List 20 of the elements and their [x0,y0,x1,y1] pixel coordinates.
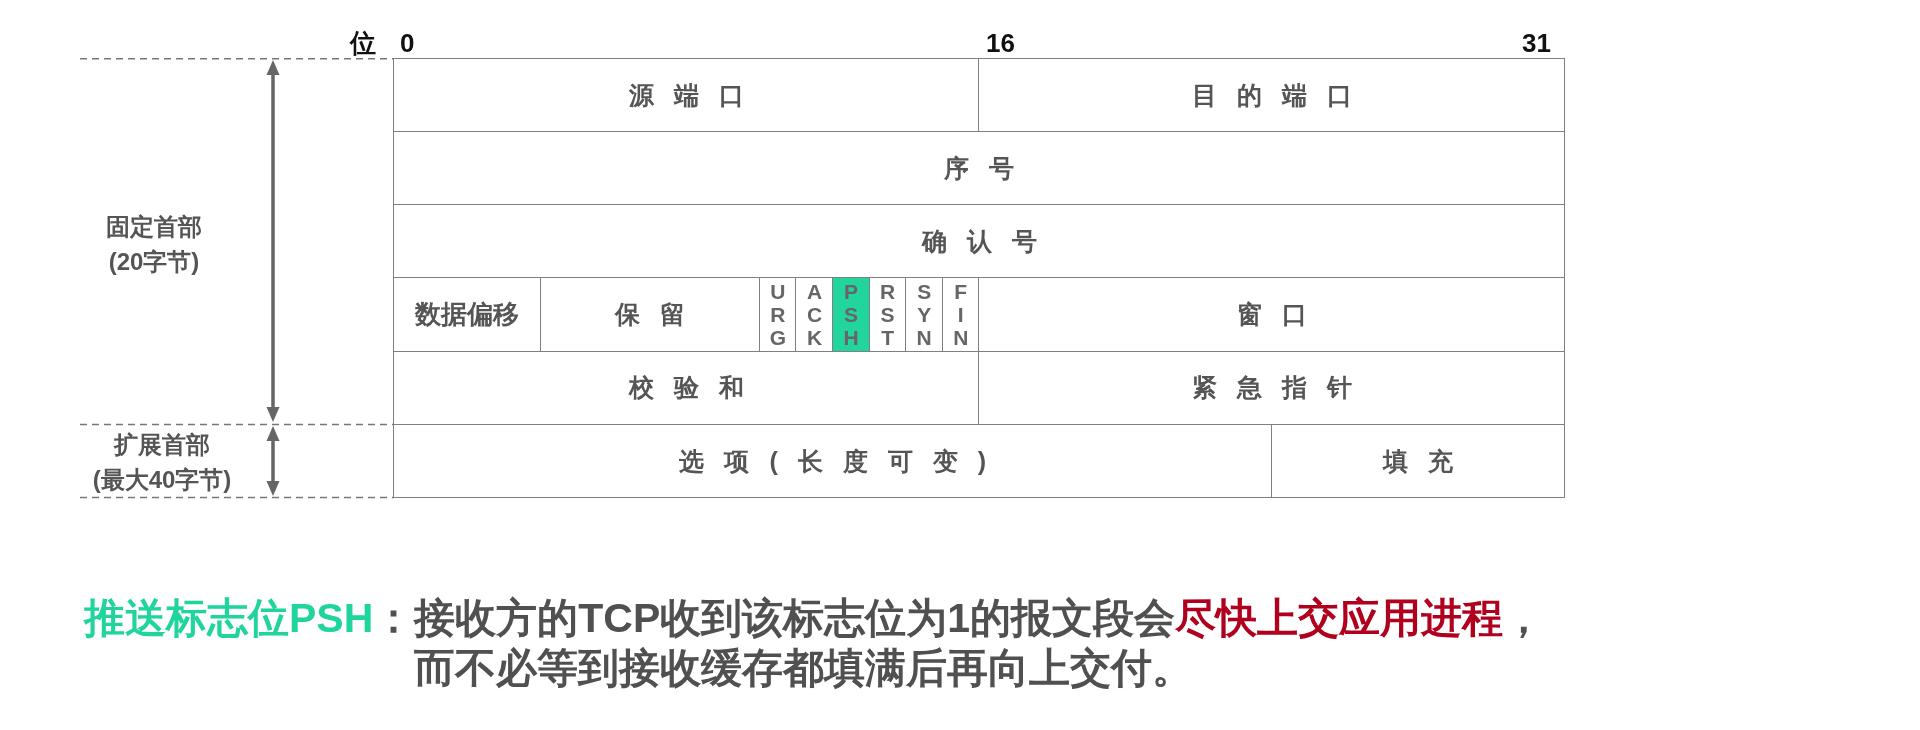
flag-cell: SYN [905,277,944,353]
flag-cell: ACK [795,277,834,353]
flag-cell: PSH [832,277,871,353]
bit-number: 31 [1522,28,1551,58]
section-label: 固定首部(20字节) [105,212,203,277]
field-cell: 紧急指针 [978,350,1565,426]
field-cell: 窗口 [978,277,1565,353]
field-cell: 源端口 [393,57,980,133]
field-cell: 序号 [393,130,1565,206]
field-cell: 确认号 [393,204,1565,279]
definition-text: ：接收方的TCP收到该标志位为1的报文段会尽快上交应用进程，而不必等到接收缓存都填满后再向上交付。 [373,594,1546,693]
field-cell: 填充 [1270,423,1565,499]
field-cell: 数据偏移 [393,277,541,353]
bit-number: 0 [400,28,415,58]
field-cell: 选项(长度可变) [393,423,1273,499]
bit-number: 16 [986,28,1015,58]
bit-label: 位 [350,28,376,58]
section-label: 扩展首部(最大40字节) [91,430,233,495]
field-cell: 目的端口 [978,57,1565,133]
term-heading: 推送标志位PSH [84,594,374,643]
